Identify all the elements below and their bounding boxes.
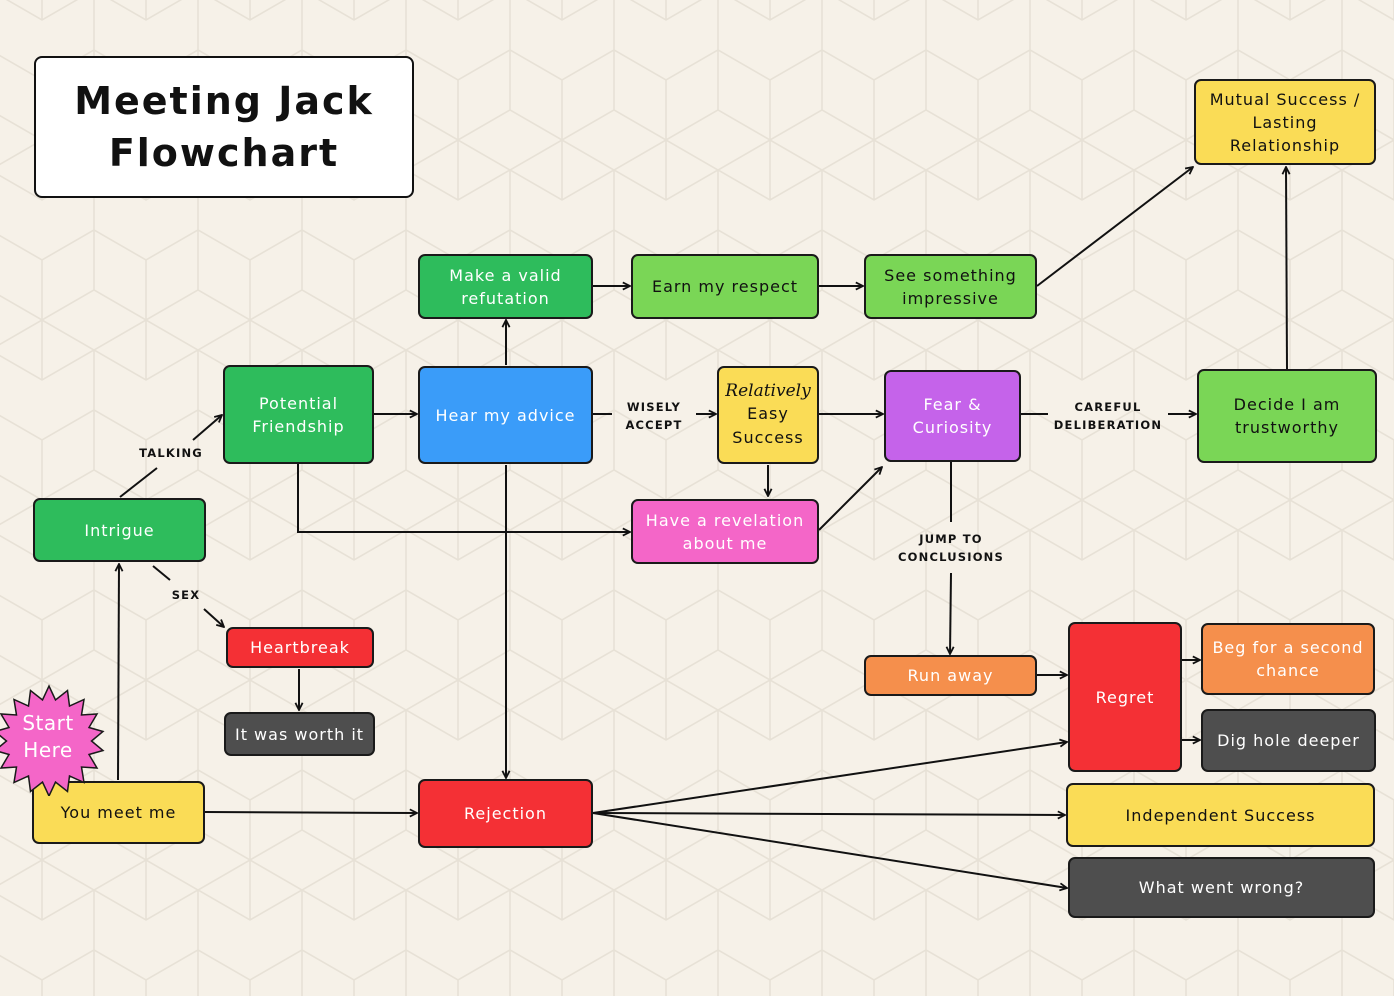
arrow-talking-to-potential-friendship	[192, 415, 222, 441]
node-decide-trustworthy[interactable]: Decide I am trustworthy	[1197, 369, 1377, 463]
line-intrigue-sex	[152, 565, 171, 581]
node-mutual-success-label: Mutual Success / Lasting Relationship	[1209, 89, 1361, 155]
arrow-rejection-to-independent-success	[592, 813, 1065, 815]
node-see-impressive[interactable]: See something impressive	[864, 254, 1037, 319]
node-easy-success-label: Easy Success	[732, 404, 804, 447]
flowchart-title: Meeting Jack Flowchart	[34, 56, 414, 198]
node-heartbreak[interactable]: Heartbreak	[226, 627, 374, 668]
arrow-decide-trustworthy-to-mutual-success	[1286, 167, 1287, 370]
node-easy-success-script-label: Relatively	[725, 381, 811, 401]
node-what-went-wrong[interactable]: What went wrong?	[1068, 857, 1375, 918]
node-intrigue-label: Intrigue	[84, 520, 155, 540]
node-heartbreak-label: Heartbreak	[250, 638, 350, 657]
node-dig-hole-label: Dig hole deeper	[1217, 731, 1360, 750]
node-rejection[interactable]: Rejection	[418, 779, 593, 848]
arrow-sex-to-heartbreak	[203, 608, 224, 627]
node-hear-advice-label: Hear my advice	[435, 405, 576, 425]
node-earn-respect-label: Earn my respect	[651, 277, 799, 296]
arrow-you-meet-me-to-intrigue	[118, 564, 119, 781]
edge-label-talking: TALKING	[139, 446, 203, 460]
start-here-badge[interactable]: Start Here	[0, 684, 106, 796]
node-hear-advice[interactable]: Hear my advice	[418, 366, 593, 464]
node-beg-second-chance[interactable]: Beg for a second chance	[1201, 623, 1375, 695]
flowchart-title-text: Meeting Jack Flowchart	[74, 79, 374, 175]
node-beg-second-chance-label: Beg for a second chance	[1212, 638, 1364, 680]
edge-label-jump-to-conclusions: JUMP TO CONCLUSIONS	[898, 532, 1004, 564]
arrow-see-impressive-to-mutual-success	[1036, 167, 1193, 287]
node-run-away[interactable]: Run away	[864, 655, 1037, 696]
node-see-impressive-label: See something impressive	[884, 265, 1017, 308]
node-mutual-success[interactable]: Mutual Success / Lasting Relationship	[1194, 79, 1376, 165]
node-you-meet-me-label: You meet me	[60, 803, 177, 822]
node-you-meet-me[interactable]: You meet me	[32, 781, 205, 844]
node-valid-refutation-label: Make a valid refutation	[449, 265, 562, 308]
node-regret[interactable]: Regret	[1068, 622, 1182, 772]
node-easy-success[interactable]: Relatively Easy Success	[717, 366, 819, 464]
arrow-jump-to-conclusions-to-run-away	[950, 572, 951, 654]
node-independent-success-label: Independent Success	[1125, 805, 1316, 825]
node-fear-curiosity[interactable]: Fear & Curiosity	[884, 370, 1021, 462]
node-dig-hole[interactable]: Dig hole deeper	[1201, 709, 1376, 772]
node-rejection-label: Rejection	[464, 804, 547, 823]
node-independent-success[interactable]: Independent Success	[1066, 783, 1375, 847]
line-intrigue-talking	[119, 467, 158, 498]
edge-label-careful-deliberation: CAREFUL DELIBERATION	[1053, 400, 1163, 432]
arrow-potential-friendship-to-revelation	[297, 464, 630, 532]
arrow-rejection-to-regret	[592, 742, 1067, 814]
node-fear-curiosity-label: Fear & Curiosity	[912, 395, 993, 437]
node-regret-label: Regret	[1095, 687, 1155, 707]
arrow-rejection-to-what-went-wrong	[592, 812, 1067, 888]
start-here-label: Start Here	[22, 711, 74, 762]
node-intrigue[interactable]: Intrigue	[33, 498, 206, 562]
node-revelation[interactable]: Have a revelation about me	[631, 499, 819, 564]
arrow-you-meet-me-to-rejection	[204, 812, 417, 813]
edge-label-wisely-accept: WISELY ACCEPT	[625, 400, 683, 432]
node-what-went-wrong-label: What went wrong?	[1138, 878, 1305, 897]
node-potential-friendship[interactable]: Potential Friendship	[223, 365, 374, 464]
arrow-revelation-to-fear-curiosity	[818, 467, 882, 531]
node-run-away-label: Run away	[907, 666, 994, 685]
edge-label-sex: SEX	[171, 588, 201, 602]
node-potential-friendship-label: Potential Friendship	[252, 393, 345, 436]
node-worth-it[interactable]: It was worth it	[224, 712, 375, 756]
node-valid-refutation[interactable]: Make a valid refutation	[418, 254, 593, 319]
node-revelation-label: Have a revelation about me	[645, 510, 805, 553]
node-worth-it-label: It was worth it	[234, 724, 365, 744]
node-earn-respect[interactable]: Earn my respect	[631, 254, 819, 319]
starburst-icon	[0, 684, 105, 796]
node-decide-trustworthy-label: Decide I am trustworthy	[1233, 395, 1341, 437]
